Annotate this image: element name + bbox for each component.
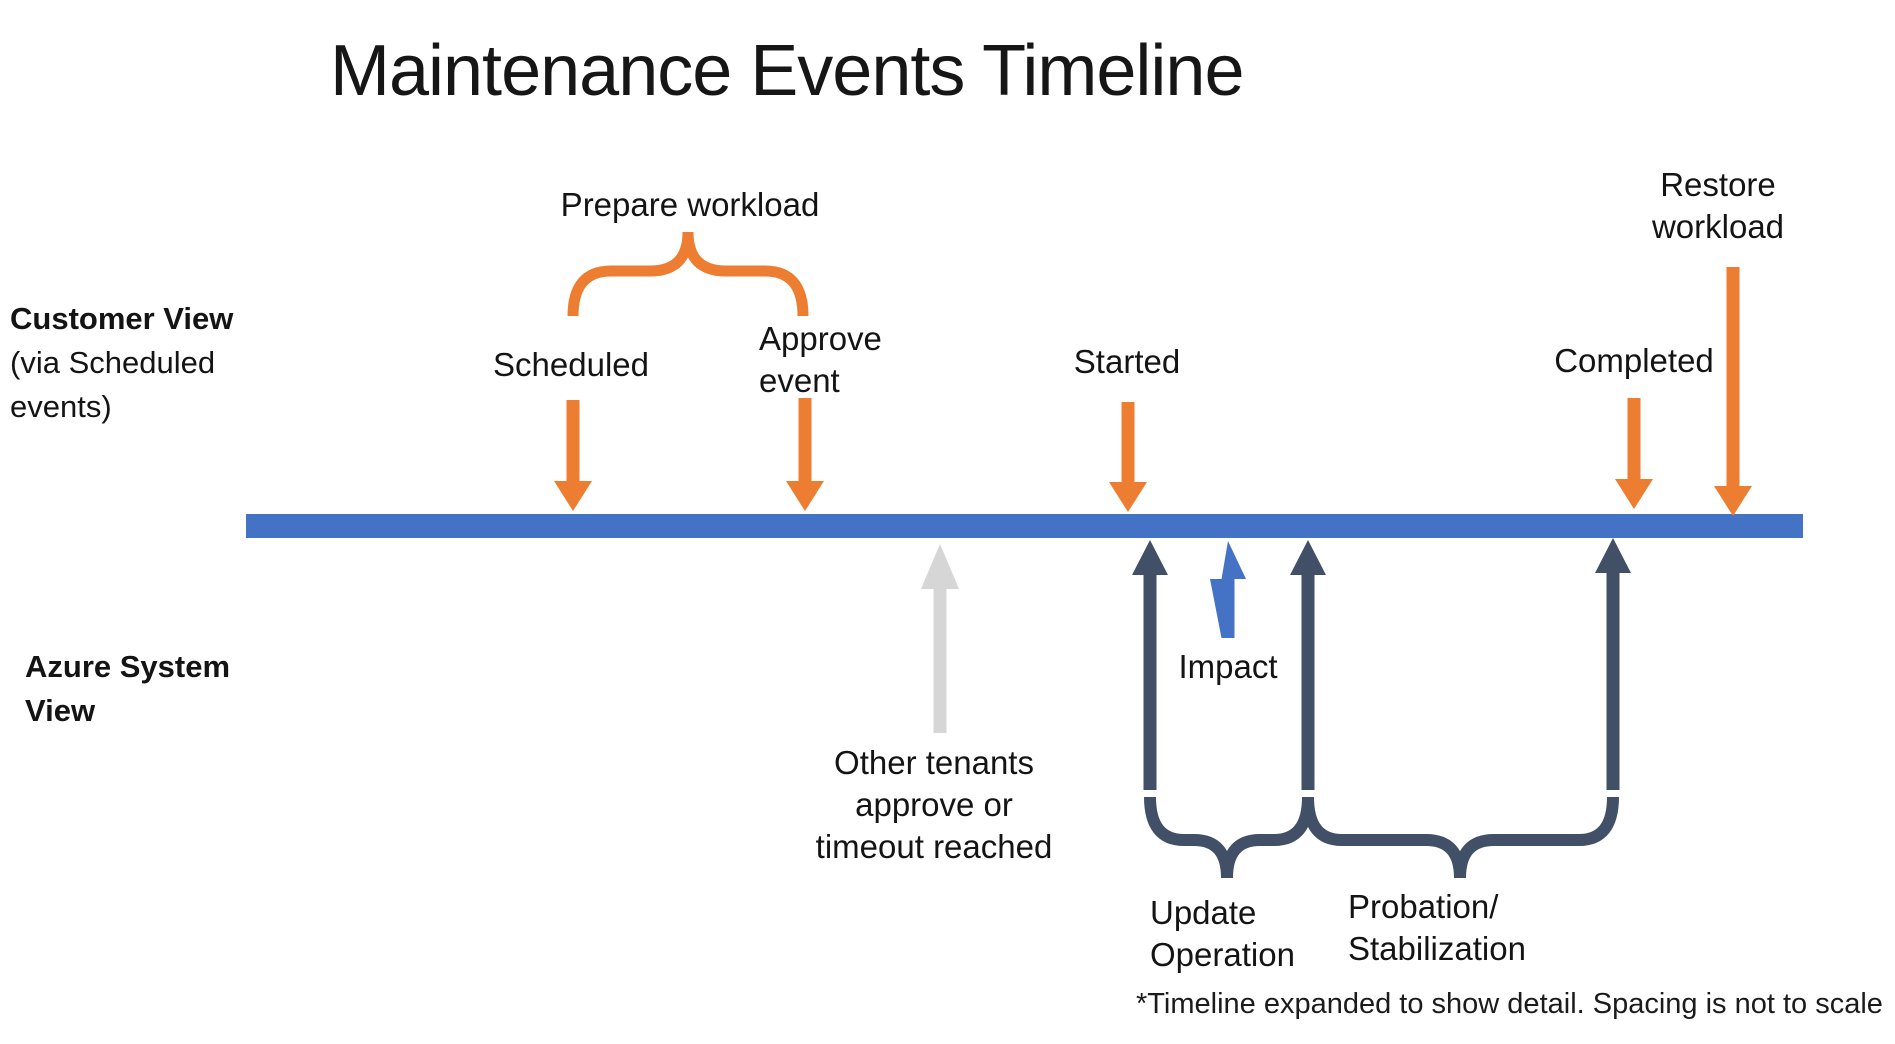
prepare-workload-brace bbox=[567, 231, 809, 317]
customer-view-sub1: (via Scheduled bbox=[10, 345, 216, 380]
update-operation-label: Update Operation bbox=[1150, 892, 1295, 976]
probation-stabilization-label: Probation/ Stabilization bbox=[1348, 886, 1526, 970]
timeline-bar bbox=[246, 514, 1803, 538]
impact-label: Impact bbox=[1178, 648, 1278, 685]
update-operation-line1: Update bbox=[1150, 894, 1257, 931]
probation-end-arrow-icon bbox=[1595, 538, 1631, 790]
customer-view-sub2: events) bbox=[10, 389, 112, 424]
update-operation-brace bbox=[1144, 796, 1314, 879]
customer-view-label: Customer View (via Scheduled events) bbox=[10, 297, 233, 429]
impact-arrow-icon bbox=[1210, 541, 1246, 638]
approve-event-line2: event bbox=[759, 362, 840, 399]
probation-stabilization-line1: Probation/ bbox=[1348, 888, 1499, 925]
probation-stabilization-line2: Stabilization bbox=[1348, 930, 1526, 967]
azure-view-heading1: Azure System bbox=[25, 649, 231, 684]
started-arrow-icon bbox=[1109, 402, 1147, 512]
approve-event-label: Approve event bbox=[759, 318, 882, 402]
completed-arrow-icon bbox=[1615, 398, 1653, 509]
diagram-title: Maintenance Events Timeline bbox=[330, 31, 1244, 111]
approve-event-line1: Approve bbox=[759, 320, 882, 357]
completed-label: Completed bbox=[1554, 342, 1714, 379]
other-tenants-line3: timeout reached bbox=[815, 828, 1053, 865]
update-end-arrow-icon bbox=[1290, 540, 1326, 790]
prepare-workload-label: Prepare workload bbox=[560, 186, 820, 223]
scheduled-arrow-icon bbox=[554, 400, 592, 511]
restore-workload-line1: Restore bbox=[1660, 166, 1776, 203]
update-operation-line2: Operation bbox=[1150, 936, 1295, 973]
probation-stabilization-brace bbox=[1302, 796, 1619, 879]
update-start-arrow-icon bbox=[1132, 540, 1168, 790]
other-tenants-arrow-icon bbox=[921, 544, 959, 733]
restore-workload-label: Restore workload bbox=[1652, 164, 1784, 248]
scale-footnote: *Timeline expanded to show detail. Spaci… bbox=[1136, 988, 1883, 1020]
started-label: Started bbox=[1073, 343, 1181, 380]
restore-workload-line2: workload bbox=[1651, 208, 1785, 245]
other-tenants-line1: Other tenants bbox=[834, 744, 1034, 781]
restore-workload-arrow-icon bbox=[1714, 267, 1752, 516]
azure-view-label: Azure System View bbox=[25, 645, 230, 733]
other-tenants-label: Other tenants approve or timeout reached bbox=[816, 742, 1053, 868]
customer-view-heading: Customer View bbox=[10, 301, 234, 336]
approve-event-arrow-icon bbox=[786, 398, 824, 511]
scheduled-label: Scheduled bbox=[493, 346, 649, 383]
azure-view-heading2: View bbox=[25, 693, 96, 728]
other-tenants-line2: approve or bbox=[855, 786, 1013, 823]
